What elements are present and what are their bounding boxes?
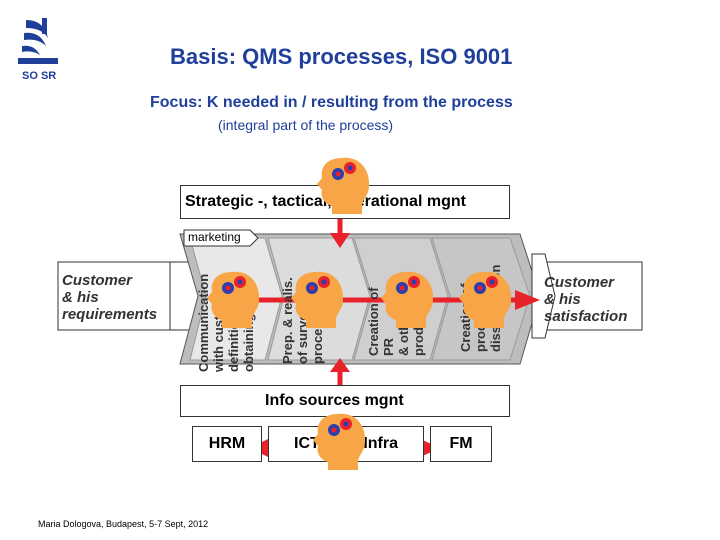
- focus-rest: needed in / resulting from the process: [218, 94, 513, 111]
- process-step-line: dissemination: [488, 264, 503, 352]
- process-step-line: with customer: [211, 283, 226, 372]
- page-title: Basis: QMS processes, ISO 9001: [170, 44, 513, 69]
- subtitle: (integral part of the process): [218, 117, 394, 133]
- customer-satisfaction-text: Customer & his satisfaction: [544, 274, 627, 325]
- customer-right-line: Customer: [544, 274, 615, 291]
- customer-right-line: & his: [544, 291, 581, 308]
- process-step-line: prod.: [473, 319, 488, 353]
- customer-requirements-text: Customer & his requirements: [62, 272, 157, 323]
- process-step-line: of survey,: [295, 303, 310, 364]
- customer-requirements-box: [57, 261, 181, 331]
- strategic-mgnt-box: Strategic -, tactical, operational mgnt: [180, 185, 510, 219]
- info-sources-label: Info sources mgnt: [265, 392, 404, 409]
- customer-left-line: Customer: [62, 272, 133, 289]
- process-step-line: Communication: [196, 273, 211, 372]
- hrm-box: HRM: [192, 426, 262, 462]
- process-step-line: Creation of: [366, 287, 381, 356]
- focus-line: Focus: K needed in / resulting from the …: [150, 94, 513, 112]
- strategic-mgnt-label: Strategic -, tactical, operational mgnt: [185, 193, 466, 210]
- marketing-tag: marketing: [188, 230, 241, 244]
- process-step-line: definition of: [226, 297, 241, 372]
- focus-k: K: [206, 94, 219, 111]
- process-step-line: prod.: [411, 323, 426, 357]
- ict-icm-infra-box: ICT- ICM-Infra: [268, 426, 424, 462]
- process-step-line: PR: [381, 337, 396, 356]
- process-step-line: & other: [396, 310, 411, 357]
- process-step-line: Prep. & realis.: [280, 277, 295, 364]
- customer-right-line: satisfaction: [544, 308, 628, 325]
- customer-left-line: requirements: [62, 306, 158, 323]
- focus-prefix: Focus:: [150, 94, 207, 111]
- process-step-line: obtaining data: [241, 283, 256, 372]
- info-sources-box: Info sources mgnt: [180, 385, 510, 417]
- process-step-line: processing: [310, 294, 325, 364]
- process-step-line: Creation of: [458, 283, 473, 352]
- logo-caption: SO SR: [22, 70, 57, 82]
- footer-credit: Maria Dologova, Budapest, 5-7 Sept, 2012: [38, 519, 209, 529]
- customer-left-line: & his: [62, 289, 99, 306]
- sosr-logo-icon: [18, 18, 58, 64]
- fm-box: FM: [430, 426, 492, 462]
